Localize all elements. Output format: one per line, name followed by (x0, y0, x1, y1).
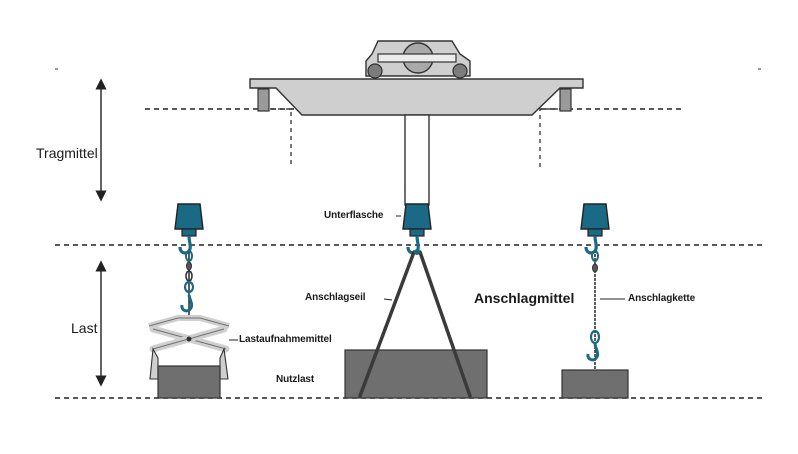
right-hook-block-icon (580, 203, 610, 255)
anschlagseil-label: Anschlagseil (305, 292, 366, 303)
lastaufnahmemittel-label: Lastaufnahmemittel (239, 334, 332, 345)
crane-trolley-icon (249, 40, 584, 206)
right-load-block (561, 369, 629, 399)
center-hook-block-icon (402, 203, 432, 255)
left-load-block (157, 365, 221, 399)
scissor-clamp-icon (148, 315, 230, 380)
left-guide-line (262, 108, 292, 168)
left-chain-icon (180, 250, 195, 318)
right-guide-line (539, 108, 566, 168)
left-hook-block-icon (174, 203, 204, 255)
anschlagseil-leader (383, 298, 393, 301)
tragmittel-label: Tragmittel (36, 145, 98, 161)
anschlagkette-label: Anschlagkette (628, 293, 696, 304)
center-load-block (344, 349, 488, 399)
right-chain-icon (586, 250, 601, 370)
rope-sling-icon (358, 249, 472, 398)
nutzlast-label: Nutzlast (276, 374, 315, 385)
anschlagmittel-label: Anschlagmittel (474, 290, 575, 306)
last-label: Last (71, 320, 98, 336)
unterflasche-label: Unterflasche (324, 210, 384, 221)
